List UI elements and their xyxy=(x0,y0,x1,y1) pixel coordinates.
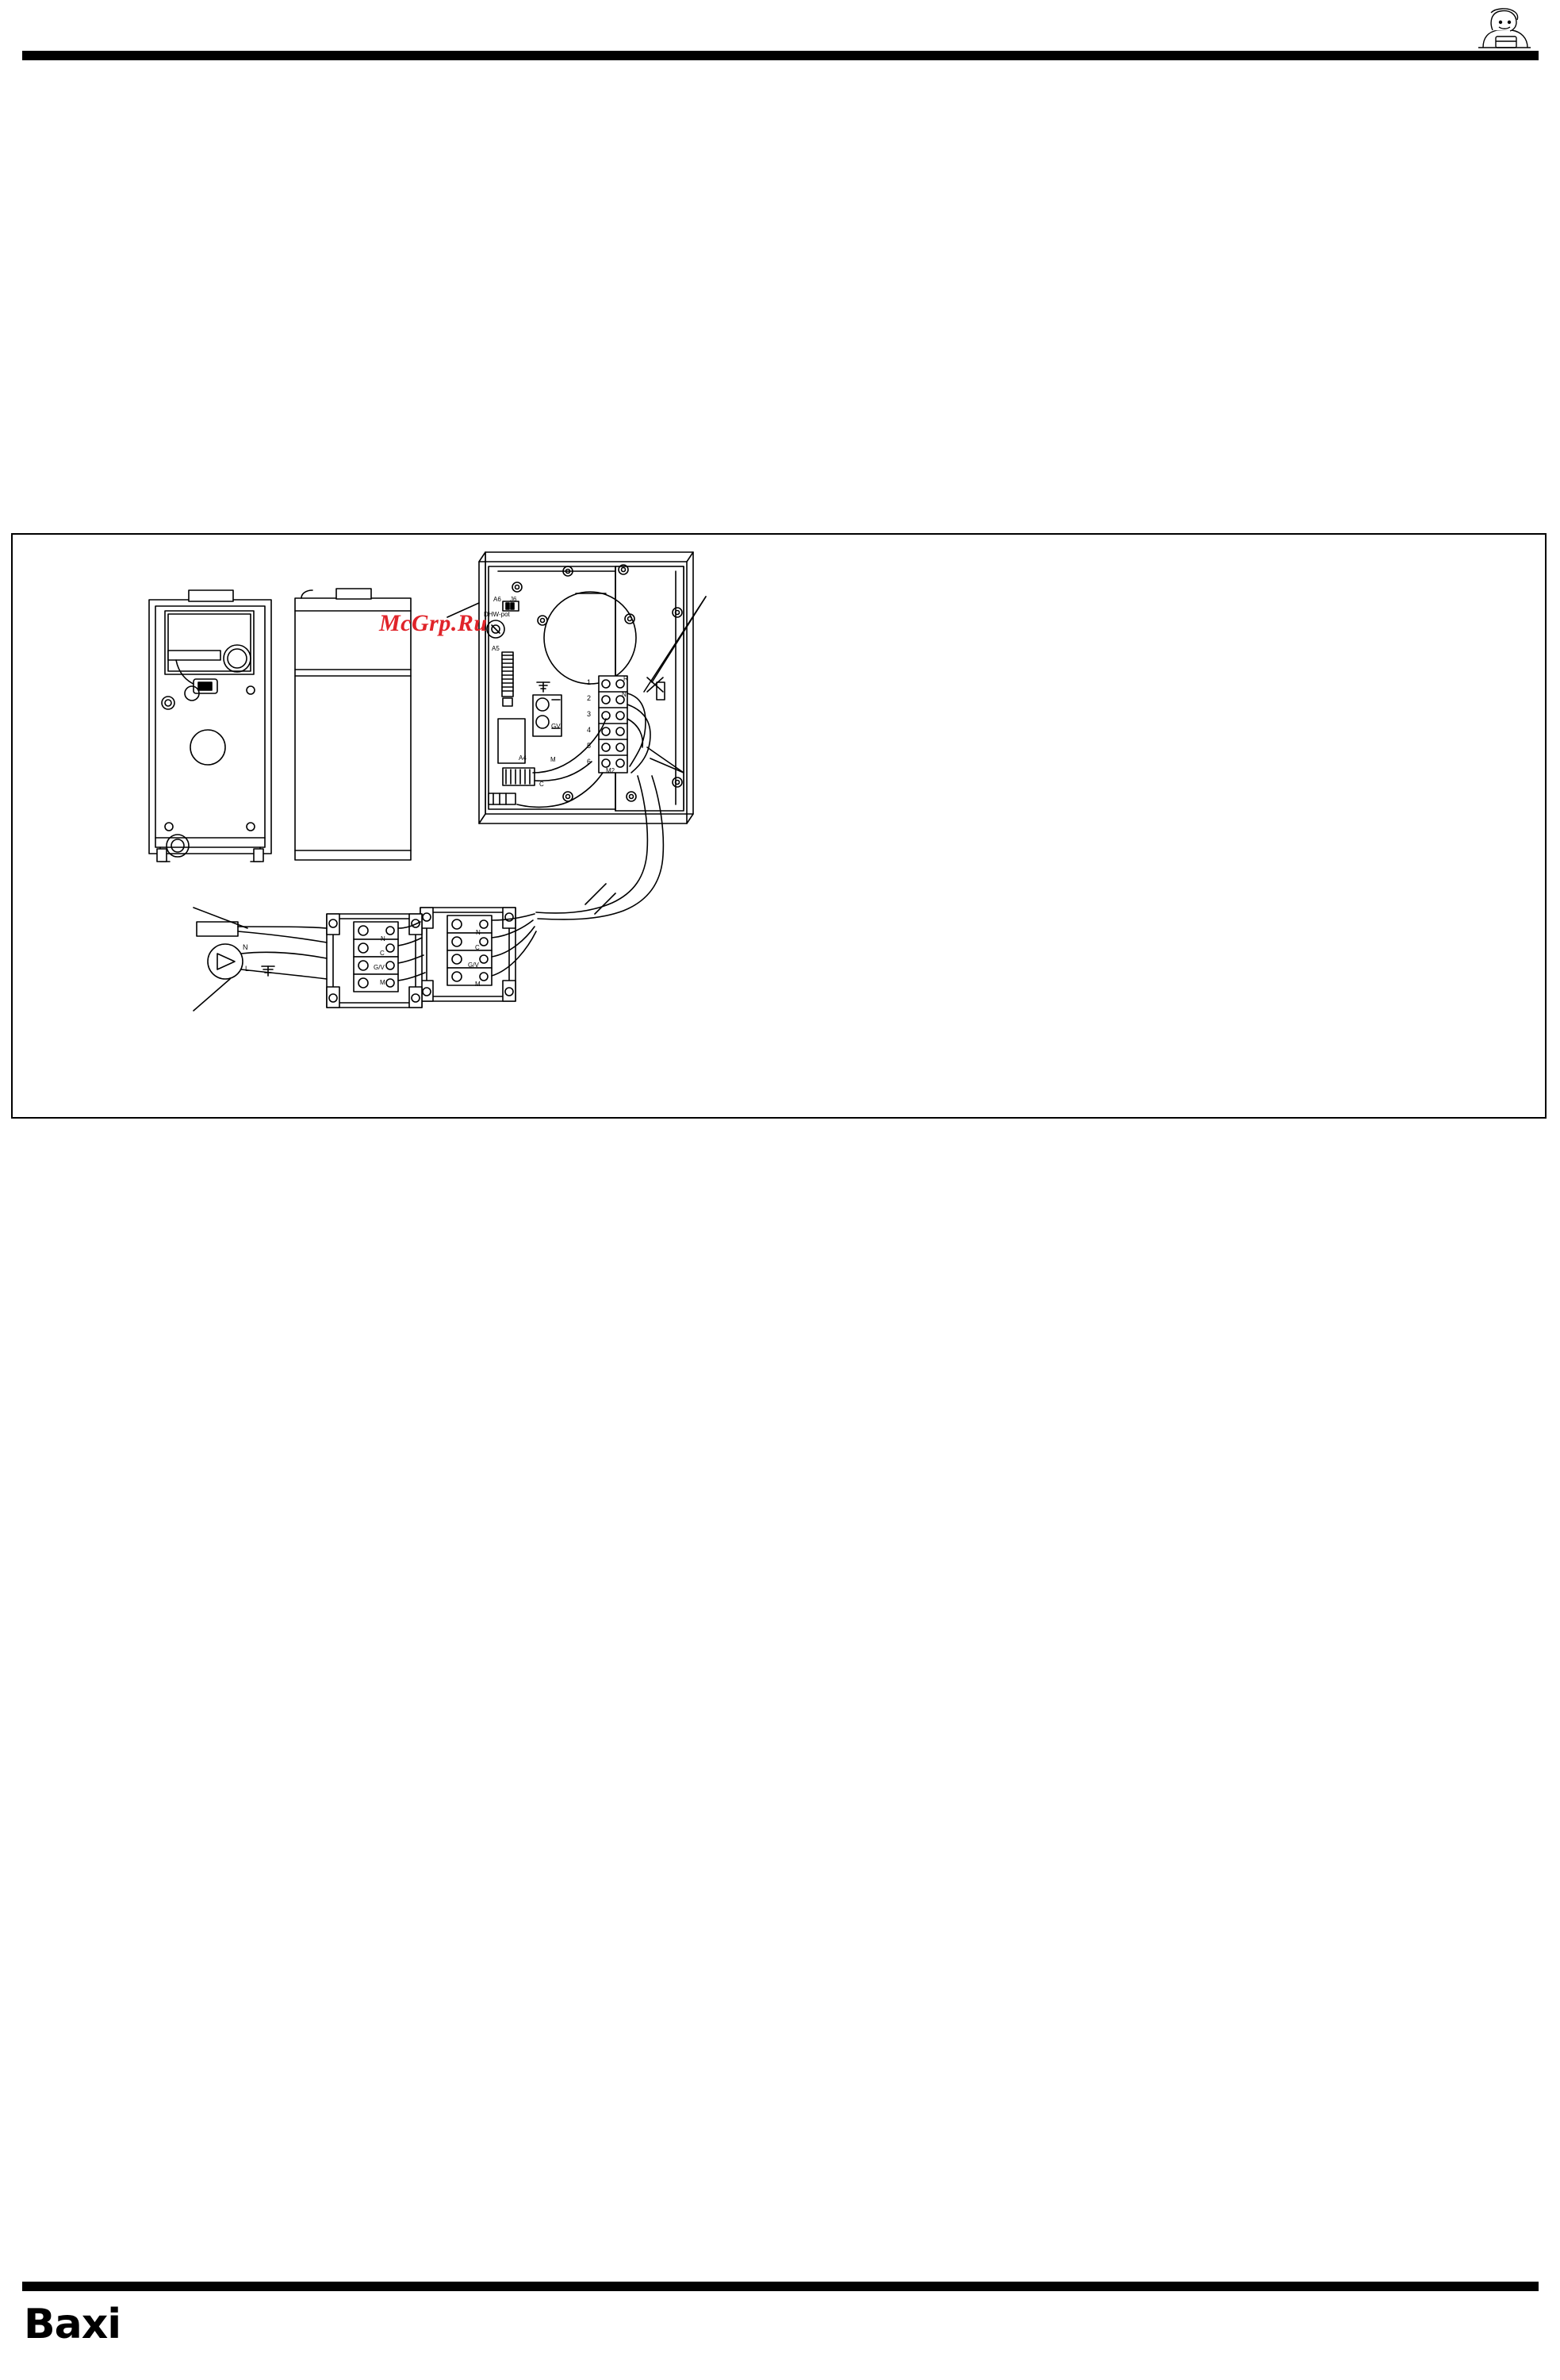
boiler-front-view xyxy=(148,589,272,862)
boiler-casing-view xyxy=(294,588,412,861)
control-board-view xyxy=(478,551,694,824)
label-a6: A6 xyxy=(493,596,501,603)
label-n-block-left: N xyxy=(381,935,385,942)
terminal-number-1: 1 xyxy=(587,678,592,686)
watermark-text: McGrp.Ru xyxy=(379,610,488,636)
label-gv-block-right: G/V xyxy=(468,962,479,969)
installer-head-icon xyxy=(1472,6,1535,51)
label-gv-block-left: G/V xyxy=(374,964,385,971)
label-m2: M2 xyxy=(606,767,615,774)
label-c-board: C xyxy=(539,781,544,788)
label-n-board: N xyxy=(622,691,627,698)
figure-frame: McGrp.Ru A6 J6 DHW-pot A5 1 2 3 4 5 6 R … xyxy=(11,533,1547,1119)
footer-rule xyxy=(22,2282,1539,2291)
terminal-block-right xyxy=(420,907,537,1002)
terminal-number-6: 6 xyxy=(587,758,592,766)
terminal-number-2: 2 xyxy=(587,694,592,702)
brand-logo: Baxi xyxy=(24,2301,121,2348)
label-l-pump: L xyxy=(245,965,250,973)
label-c-block-right: C xyxy=(475,944,480,951)
label-m-block-left: M xyxy=(380,979,385,986)
label-dhw-pot: DHW-pot xyxy=(484,611,510,618)
terminal-number-5: 5 xyxy=(587,742,592,750)
header-rule xyxy=(22,51,1539,60)
label-m-block-right: M xyxy=(475,981,481,988)
label-a5: A5 xyxy=(492,645,500,652)
terminal-number-4: 4 xyxy=(587,726,592,734)
terminal-block-left xyxy=(326,913,426,1008)
leader-lines xyxy=(447,596,707,774)
connection-cable xyxy=(535,775,665,920)
label-j6: J6 xyxy=(510,596,517,603)
wiring-diagram-drawing xyxy=(148,551,707,1012)
label-r: R xyxy=(623,675,628,682)
label-n-pump: N xyxy=(243,943,248,951)
label-a4: A4 xyxy=(519,754,527,762)
label-n-block-right: N xyxy=(476,929,481,936)
label-m-board: M xyxy=(550,756,556,763)
terminal-number-3: 3 xyxy=(587,710,592,718)
label-gv-board: GV xyxy=(551,723,561,730)
pump-and-supply xyxy=(193,907,328,1012)
label-c-block-left: C xyxy=(380,950,385,957)
